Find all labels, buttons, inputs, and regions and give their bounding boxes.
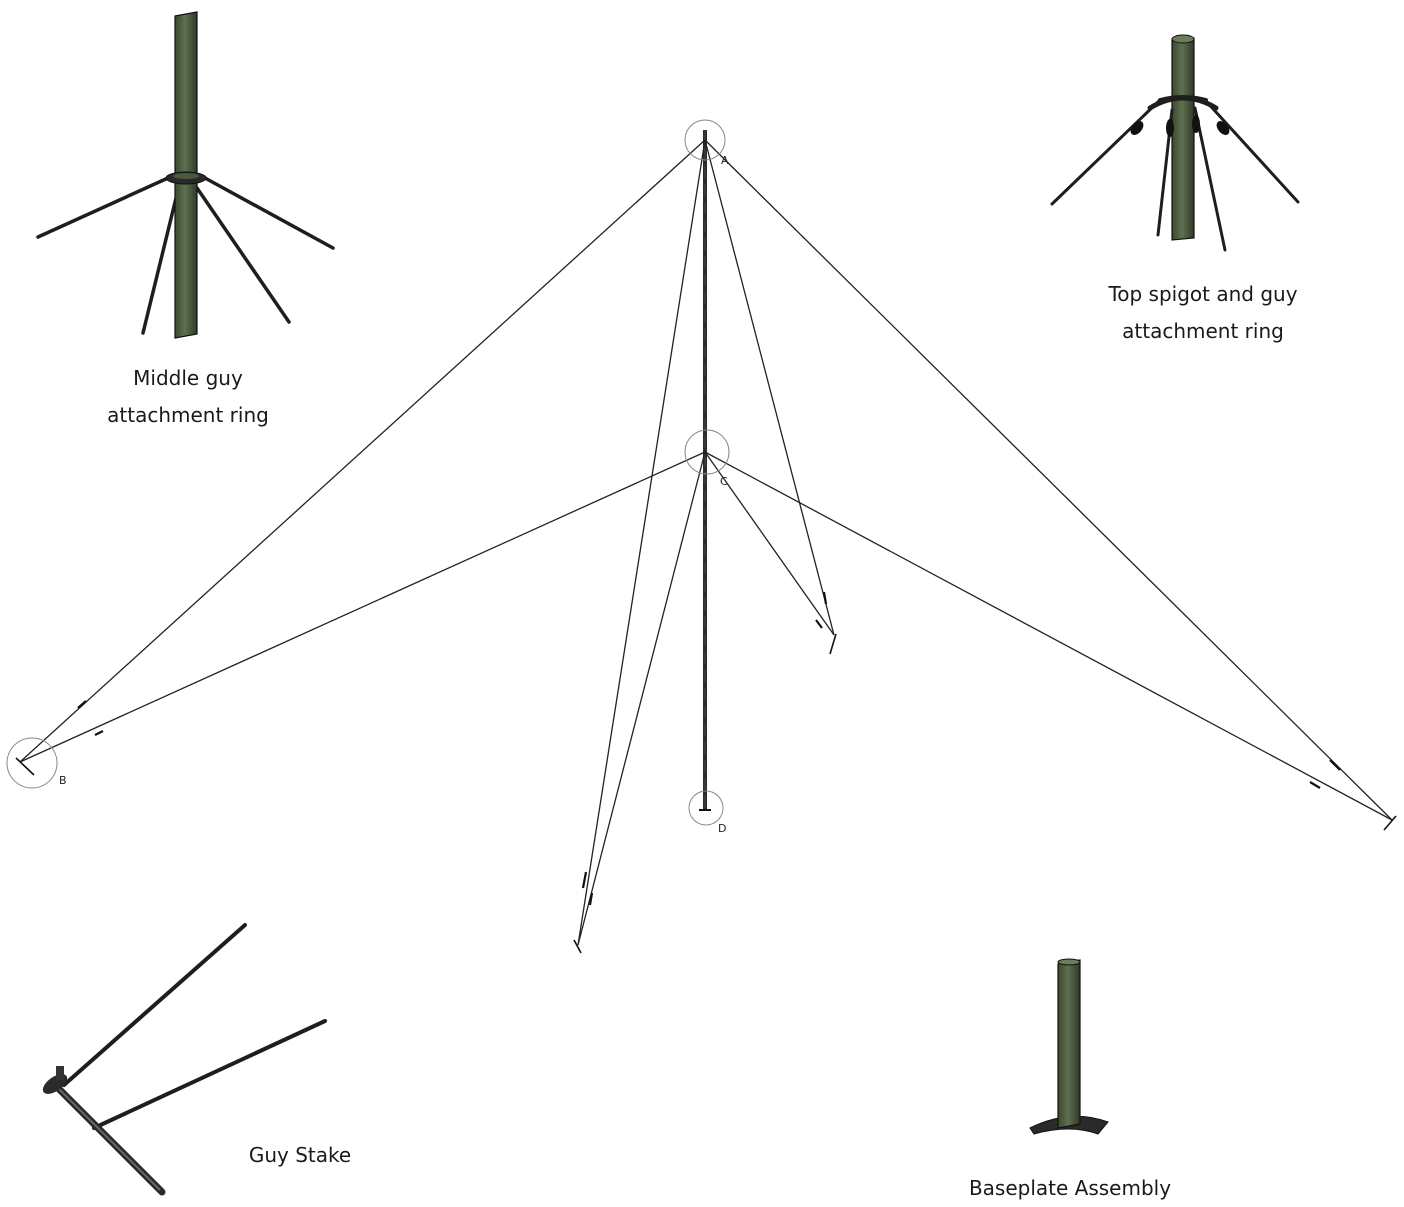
point-c-label: C xyxy=(720,475,728,488)
guy-stake-illustration xyxy=(42,923,327,1196)
middle-guy-lines xyxy=(19,451,1393,946)
middle-ring-caption-line2: attachment ring xyxy=(107,403,269,427)
mast-pole xyxy=(703,130,707,810)
top-spigot-caption-line1: Top spigot and guy xyxy=(1108,282,1298,306)
middle-ring-illustration xyxy=(36,11,335,339)
baseplate-illustration xyxy=(1029,958,1109,1135)
baseplate-caption: Baseplate Assembly xyxy=(968,1176,1172,1200)
point-c-marker xyxy=(684,429,730,475)
middle-ring-caption: Middle guy attachment ring xyxy=(88,360,288,434)
point-b-marker xyxy=(6,737,58,789)
top-guy-lines xyxy=(19,139,1393,946)
point-a-marker xyxy=(684,119,726,161)
top-spigot-caption: Top spigot and guy attachment ring xyxy=(1088,276,1318,350)
guy-stake-caption: Guy Stake xyxy=(248,1143,352,1167)
point-a-label: A xyxy=(721,154,729,167)
top-spigot-illustration xyxy=(1050,34,1300,252)
point-d-marker xyxy=(688,790,724,826)
point-b-label: B xyxy=(59,774,67,787)
middle-ring-caption-line1: Middle guy xyxy=(133,366,243,390)
top-spigot-caption-line2: attachment ring xyxy=(1122,319,1284,343)
main-mast: A B C D xyxy=(6,119,1397,954)
point-d-label: D xyxy=(718,822,726,835)
